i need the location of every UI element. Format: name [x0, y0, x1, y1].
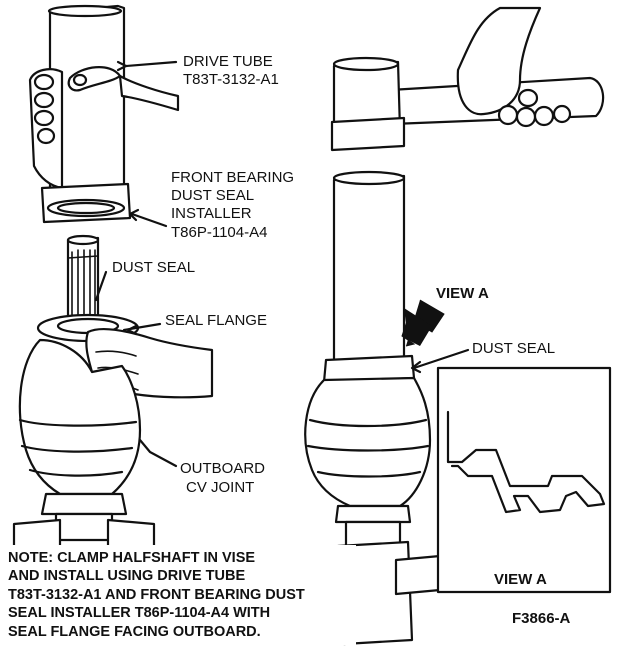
note-line: T83T-3132-A1 AND FRONT BEARING DUST — [8, 587, 305, 603]
label-outboard-line1: OUTBOARD — [180, 460, 265, 477]
note-line: SEAL INSTALLER T86P-1104-A4 WITH — [8, 605, 270, 621]
label-view-a-inset: VIEW A — [494, 571, 547, 588]
label-figure-number: F3866-A — [512, 610, 571, 627]
label-dust-seal-left: DUST SEAL — [112, 259, 195, 276]
hammer-drawing — [330, 6, 605, 152]
label-installer-line1: FRONT BEARING — [171, 169, 294, 186]
label-drive-tube-part: T83T-3132-A1 — [183, 71, 279, 88]
label-installer-line2: DUST SEAL — [171, 187, 254, 204]
left-cv-joint-drawing — [12, 234, 214, 558]
label-installer-part: T86P-1104-A4 — [171, 224, 267, 241]
label-seal-flange: SEAL FLANGE — [165, 312, 267, 329]
right-assembly-drawing — [304, 170, 445, 646]
view-a-inset: VIEW A — [436, 366, 612, 594]
note-line: AND INSTALL USING DRIVE TUBE — [8, 568, 245, 584]
note-block: NOTE: CLAMP HALFSHAFT IN VISE AND INSTAL… — [4, 545, 356, 645]
label-outboard-line2: CV JOINT — [186, 479, 254, 496]
label-view-a-pointer: VIEW A — [436, 285, 489, 302]
label-drive-tube: DRIVE TUBE — [183, 53, 273, 70]
drive-tube-drawing — [28, 4, 180, 224]
right-leader-lines — [410, 348, 470, 374]
note-line: NOTE: CLAMP HALFSHAFT IN VISE — [8, 550, 255, 566]
note-line: SEAL FLANGE FACING OUTBOARD. — [8, 624, 261, 640]
label-dust-seal-right: DUST SEAL — [472, 340, 555, 357]
left-leader-lines — [94, 60, 178, 468]
label-installer-line3: INSTALLER — [171, 205, 252, 222]
